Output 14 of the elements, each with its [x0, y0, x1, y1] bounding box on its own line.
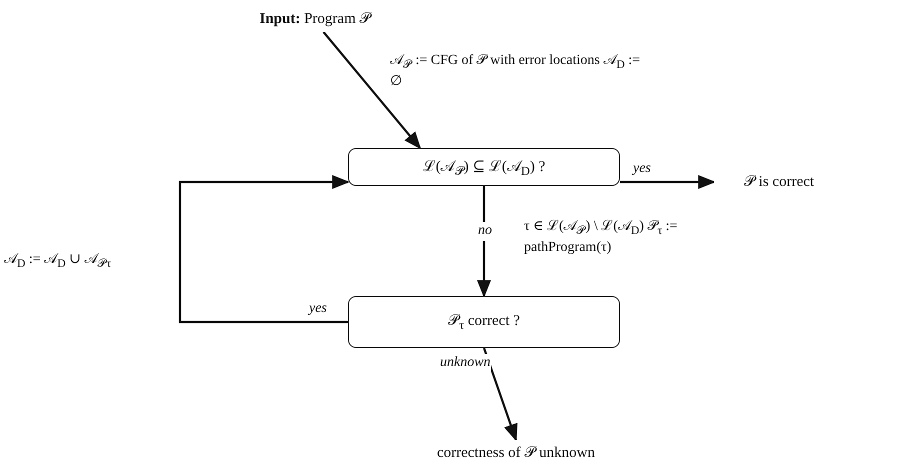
- arrow: [482, 348, 518, 442]
- process-box: [348, 148, 620, 186]
- node-label: Input: Program 𝒫: [259, 10, 371, 28]
- arrow: [178, 174, 350, 324]
- edge-label: no: [478, 222, 492, 241]
- node-label: 𝒫$_{τ}$ correct ?: [448, 312, 520, 332]
- node-label: ℒ(𝒜$_{𝒫}$) ⊆ ℒ(𝒜$_{D}$) ?: [422, 158, 546, 179]
- node-label: correctness of 𝒫 unknown: [436, 444, 596, 462]
- process-box: [348, 296, 620, 348]
- node-label: 𝒫 is correct: [744, 173, 814, 191]
- arrow: [322, 31, 422, 150]
- arrow: [476, 186, 492, 298]
- arrow: [620, 174, 716, 190]
- edge-label: unknown: [440, 354, 491, 373]
